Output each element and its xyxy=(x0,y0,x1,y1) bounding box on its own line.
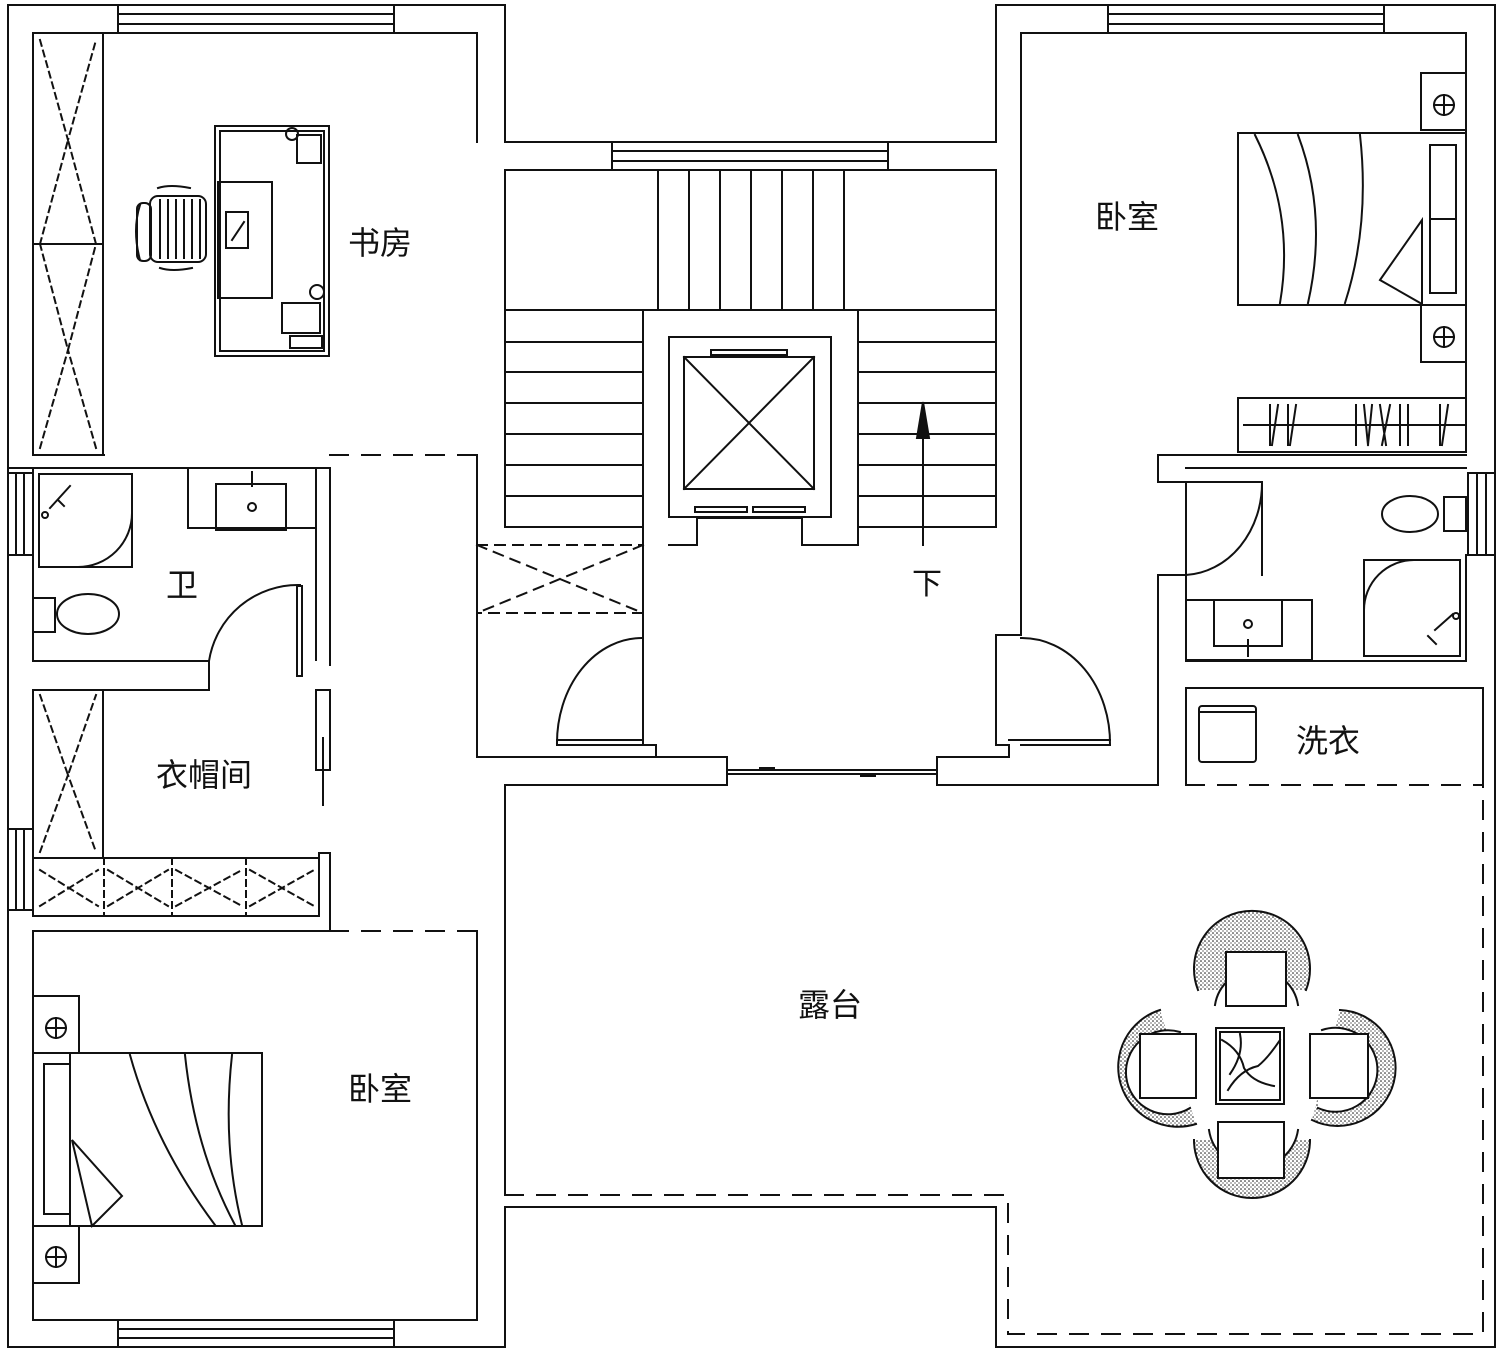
bath-left-label: 卫 xyxy=(166,566,198,604)
study-label: 书房 xyxy=(348,224,412,262)
cloakroom-label: 衣帽间 xyxy=(156,756,252,794)
stair-core xyxy=(477,170,996,638)
bath-right xyxy=(1158,455,1466,661)
study-desk xyxy=(215,126,329,356)
terrace-label: 露台 xyxy=(798,986,862,1024)
bedroom-right-furniture xyxy=(1238,73,1466,452)
bedroom-bottom-left-label: 卧室 xyxy=(348,1070,412,1108)
corridor xyxy=(477,575,1186,1195)
terrace-table-set xyxy=(1118,911,1395,1198)
cloakroom xyxy=(33,690,330,931)
stair-down-label: 下 xyxy=(912,567,942,602)
study-chair xyxy=(136,186,206,270)
bedroom-left-furniture xyxy=(33,996,262,1283)
laundry xyxy=(1186,688,1483,785)
study-wardrobe xyxy=(33,33,103,455)
labels: 书房 卧室 卫 衣帽间 洗衣 露台 卧室 下 xyxy=(156,198,1360,1108)
dashed-lines xyxy=(330,455,1483,1334)
laundry-label: 洗衣 xyxy=(1296,722,1360,760)
bedroom-top-right-label: 卧室 xyxy=(1095,198,1159,236)
bath-left xyxy=(8,468,330,690)
